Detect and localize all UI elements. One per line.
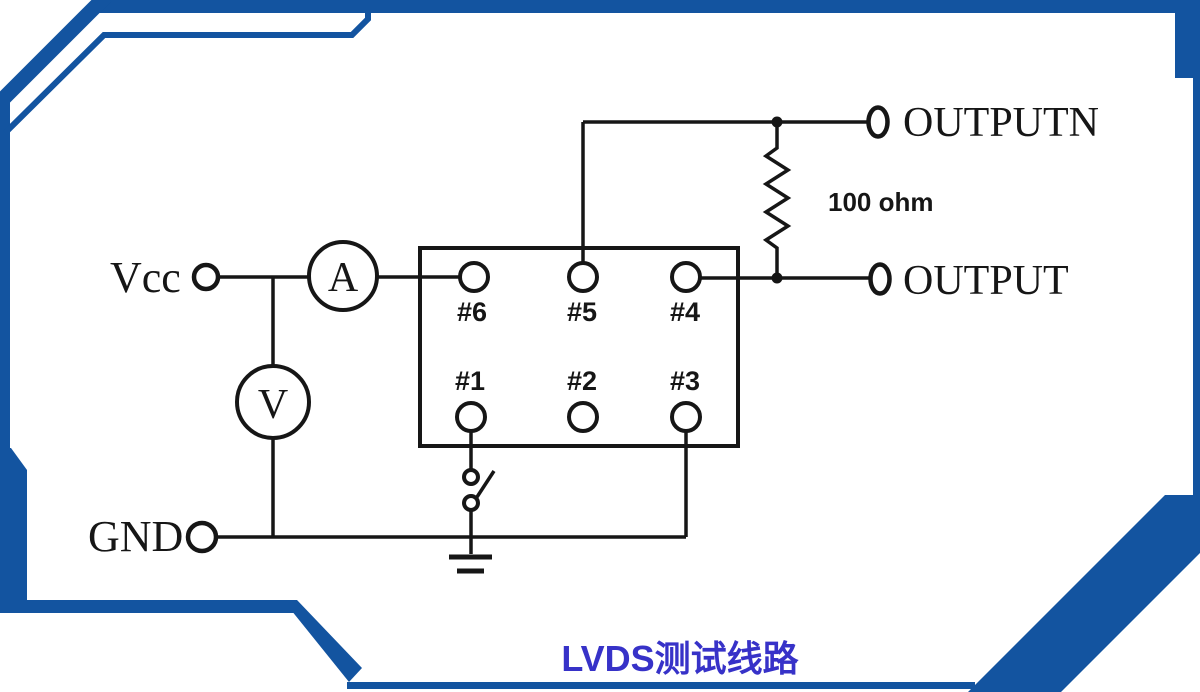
frame-bottom-left-diagonal [283, 600, 362, 682]
junction-dot-top [771, 116, 783, 128]
frame-top-left-diagonal [0, 0, 112, 107]
pin-3-label: #3 [670, 366, 700, 396]
frame-left-bar [0, 96, 10, 452]
pin-2-label: #2 [567, 366, 597, 396]
pin-5-label: #5 [567, 297, 597, 327]
frame-bottom-left-bar [0, 600, 296, 613]
pin-4 [670, 261, 702, 293]
frame-top-bar [97, 0, 1200, 13]
frame-bottom-right-band [968, 495, 1200, 692]
switch-blade [475, 470, 496, 498]
frame-inner-line [2, 13, 371, 136]
dut-box [418, 246, 740, 448]
page-title: LVDS测试线路 [561, 638, 799, 679]
terminals [185, 105, 892, 554]
pin-1-label: #1 [455, 366, 485, 396]
circuit-wires [217, 120, 870, 539]
ammeter: A [307, 240, 379, 312]
voltmeter-circle [235, 364, 311, 440]
resistor-zigzag [762, 122, 792, 278]
frame-left-bar-step [0, 448, 27, 607]
vcc-label: Vcc [110, 253, 181, 302]
output-terminal [868, 262, 892, 296]
voltmeter-label: V [258, 382, 288, 428]
ammeter-label: A [328, 255, 359, 301]
ground-symbol [449, 537, 492, 574]
switch-bottom-contact [462, 494, 480, 512]
dut-pins: #6 #5 #4 #1 #2 #3 [455, 261, 702, 433]
pin-6 [458, 261, 490, 293]
switch [462, 468, 496, 512]
junction-dot-bottom [771, 272, 783, 284]
pin-3 [670, 401, 702, 433]
ammeter-circle [307, 240, 379, 312]
terminal-labels: Vcc GND OUTPUTN OUTPUT [88, 100, 1099, 561]
outputn-terminal [866, 105, 890, 139]
frame-bottom-line [347, 682, 975, 689]
outputn-label: OUTPUTN [903, 100, 1099, 146]
voltmeter: V [235, 364, 311, 440]
resistor-100ohm: 100 ohm [762, 116, 934, 284]
gnd-label: GND [88, 512, 183, 561]
switch-top-contact [462, 468, 480, 486]
frame-right-bar [1193, 75, 1200, 497]
pin-5 [567, 261, 599, 293]
pin-2 [567, 401, 599, 433]
vcc-terminal [191, 262, 221, 292]
pin-6-label: #6 [457, 297, 487, 327]
output-label: OUTPUT [903, 258, 1069, 304]
pin-4-label: #4 [670, 297, 700, 327]
gnd-terminal [185, 520, 219, 554]
pin-1 [455, 401, 487, 433]
frame-top-right-block [1175, 0, 1200, 78]
resistor-label: 100 ohm [828, 187, 934, 217]
